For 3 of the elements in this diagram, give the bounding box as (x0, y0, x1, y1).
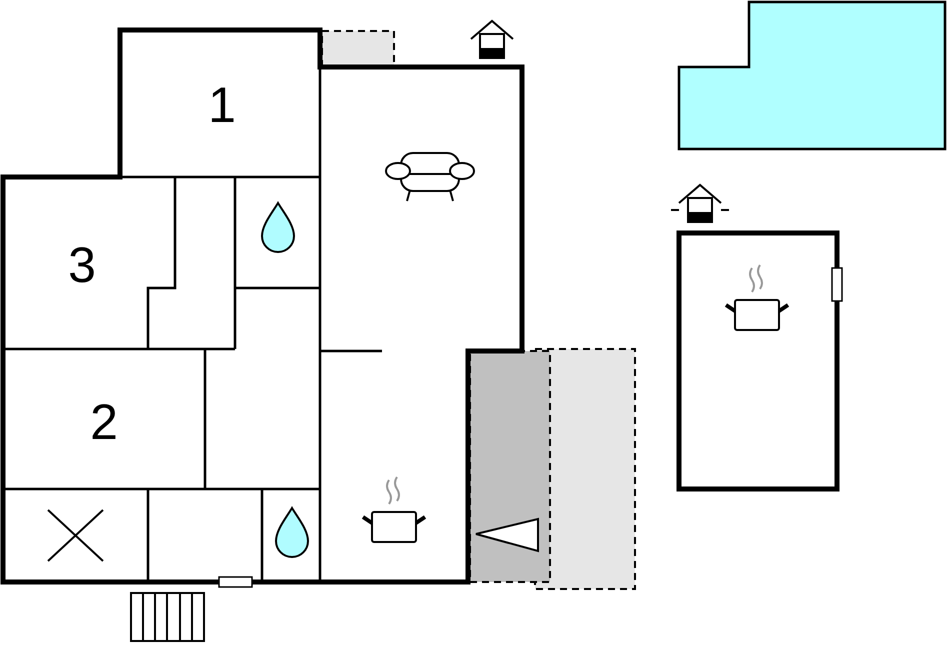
room-number: 1 (208, 80, 236, 130)
room-number: 3 (68, 240, 96, 290)
room-number: 2 (90, 397, 118, 447)
